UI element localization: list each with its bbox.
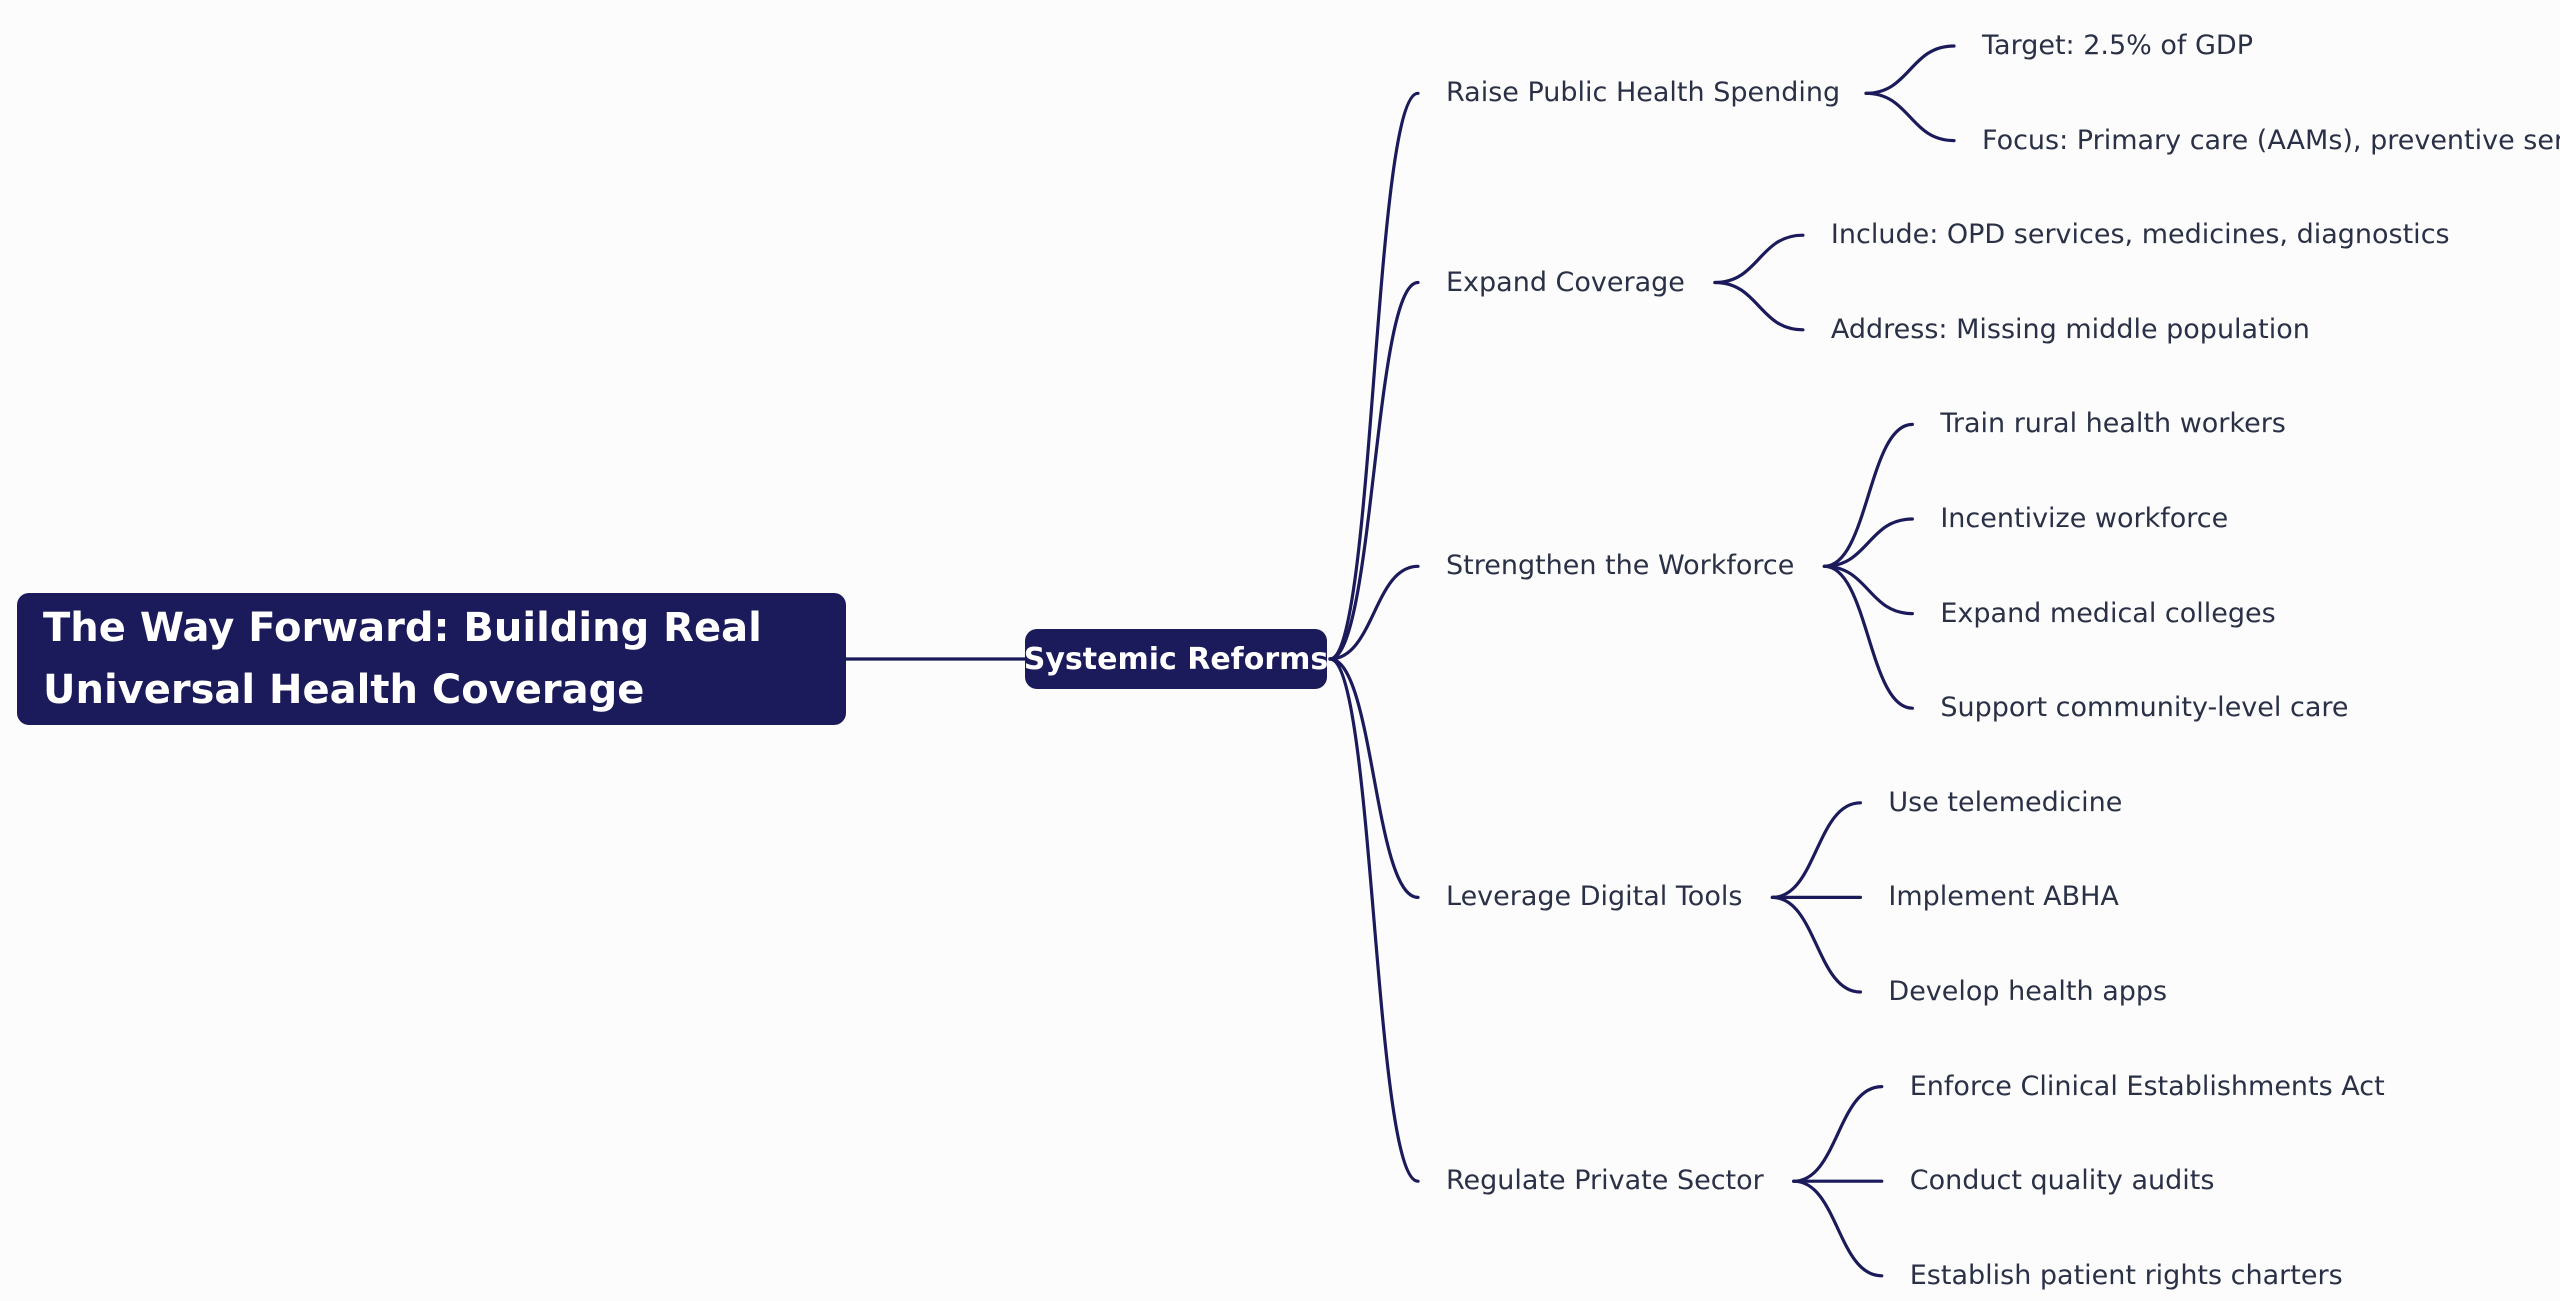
branch-to-leaf-link — [1822, 517, 1914, 568]
branch-label[interactable]: Regulate Private Sector — [1446, 1165, 1764, 1197]
hub-node-systemic-reforms[interactable]: Systemic Reforms — [1023, 629, 1329, 689]
branch-to-leaf-link — [1864, 44, 1956, 95]
root-node-title: The Way Forward: Building Real Universal… — [43, 605, 762, 713]
hub-to-branch-link — [1328, 91, 1420, 661]
leaf-label[interactable]: Include: OPD services, medicines, diagno… — [1830, 219, 2450, 251]
branch-to-leaf-link — [1822, 564, 1914, 616]
leaf-label[interactable]: Develop health apps — [1888, 976, 2168, 1007]
leaf-label[interactable]: Address: Missing middle population — [1830, 313, 2310, 345]
leaf-label[interactable]: Use telemedicine — [1888, 786, 2123, 818]
hub-to-branch-link — [1328, 657, 1420, 899]
hub-to-branch-link — [1328, 564, 1420, 661]
branch-to-leaf-link — [1770, 895, 1863, 994]
branch-to-leaf-link — [1713, 280, 1805, 332]
branch-to-leaf-link — [1822, 422, 1914, 568]
branch-to-leaf-link — [1792, 1179, 1884, 1278]
hub-to-branch-link — [1328, 657, 1420, 1183]
branch-to-leaf-link — [1822, 564, 1914, 710]
leaf-label[interactable]: Focus: Primary care (AAMs), preventive s… — [1982, 124, 2560, 156]
leaf-label[interactable]: Target: 2.5% of GDP — [1982, 30, 2253, 61]
leaf-label[interactable]: Conduct quality audits — [1909, 1165, 2215, 1197]
branch-label[interactable]: Raise Public Health Spending — [1446, 77, 1841, 109]
hub-node-title: Systemic Reforms — [1023, 641, 1329, 677]
branch-to-leaf-link — [1713, 233, 1805, 285]
branch-to-leaf-link — [1792, 1085, 1884, 1183]
leaf-label[interactable]: Expand medical colleges — [1940, 597, 2276, 629]
leaf-label[interactable]: Train rural health workers — [1940, 408, 2286, 440]
branch-to-leaf-link — [1770, 801, 1863, 899]
branch-label[interactable]: Leverage Digital Tools — [1446, 881, 1743, 913]
leaf-label[interactable]: Establish patient rights charters — [1909, 1259, 2343, 1291]
hub-to-branch-link — [1328, 280, 1420, 661]
branch-label[interactable]: Strengthen the Workforce — [1446, 550, 1795, 582]
leaf-label[interactable]: Incentivize workforce — [1940, 503, 2229, 534]
leaf-label[interactable]: Enforce Clinical Establishments Act — [1909, 1070, 2385, 1102]
leaf-label[interactable]: Implement ABHA — [1888, 881, 2119, 913]
branch-to-leaf-link — [1864, 91, 1956, 143]
branch-label[interactable]: Expand Coverage — [1446, 266, 1685, 298]
leaf-label[interactable]: Support community-level care — [1940, 692, 2349, 724]
root-node[interactable]: The Way Forward: Building Real Universal… — [17, 593, 846, 725]
